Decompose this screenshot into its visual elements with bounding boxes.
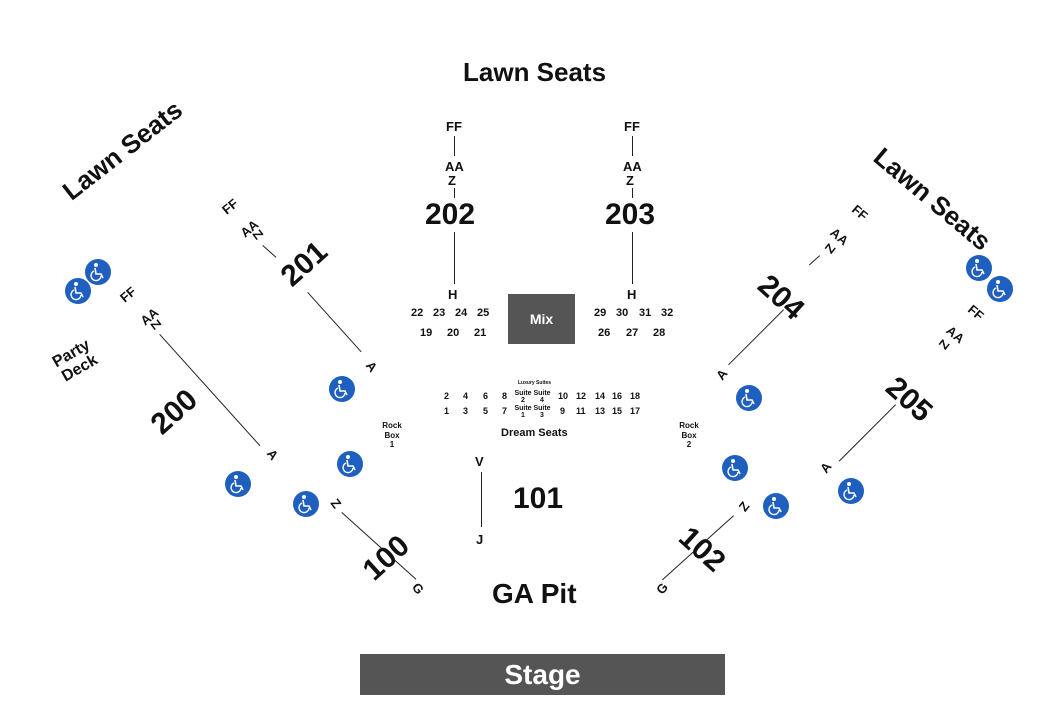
luxury-suites-label: Luxury Suites	[518, 380, 552, 386]
box-num: 23	[433, 307, 446, 319]
row-label: Z	[626, 173, 634, 188]
row-label: A	[712, 366, 731, 383]
wheelchair-icon	[225, 471, 251, 497]
dream-num: 8	[502, 391, 508, 401]
box-num: 22	[411, 307, 424, 319]
dream-num: 18	[630, 391, 641, 401]
lawn-seats-right[interactable]: Lawn Seats	[868, 141, 997, 257]
wheelchair-icon	[722, 455, 748, 481]
section-200[interactable]: 200	[144, 383, 204, 442]
row-label: Z	[448, 173, 456, 188]
row-label: H	[448, 287, 458, 302]
row-label: AA	[445, 159, 464, 174]
section-202[interactable]: 202	[425, 198, 476, 231]
row-label: FF	[446, 119, 462, 134]
dream-num: 5	[483, 406, 489, 416]
wheelchair-icon	[966, 255, 992, 281]
box-num: 21	[474, 327, 487, 339]
box-num: 27	[626, 327, 639, 339]
dream-num: 16	[612, 391, 623, 401]
dream-num: 4	[463, 391, 469, 401]
row-label: FF	[965, 301, 987, 324]
dream-num: 2	[444, 391, 450, 401]
mix-box: Mix	[508, 294, 575, 344]
dream-num: 15	[612, 406, 623, 416]
wheelchair-icon	[85, 259, 111, 285]
wheelchair-icon	[293, 491, 319, 517]
row-label: FF	[849, 201, 871, 224]
wheelchair-icon	[736, 385, 762, 411]
row-label: A	[263, 446, 282, 463]
row-label: FF	[624, 119, 640, 134]
row-label: AA	[623, 159, 642, 174]
section-201[interactable]: 201	[274, 235, 334, 294]
section-101[interactable]: 101	[513, 482, 564, 515]
row-label: H	[627, 287, 637, 302]
box-num: 30	[616, 307, 629, 319]
dream-num: 6	[483, 391, 489, 401]
section-204[interactable]: 204	[751, 268, 811, 327]
dream-num: 1	[444, 406, 450, 416]
wheelchair-icon	[337, 451, 363, 477]
dream-num: 12	[576, 391, 587, 401]
lawn-seats-left[interactable]: Lawn Seats	[56, 94, 188, 207]
dream-num: 10	[558, 391, 569, 401]
section-205[interactable]: 205	[879, 370, 939, 429]
dream-num: 13	[595, 406, 606, 416]
lawn-seats-top[interactable]: Lawn Seats	[463, 57, 607, 87]
row-label: V	[475, 454, 484, 469]
wheelchair-icon	[838, 478, 864, 504]
dream-num: 14	[595, 391, 606, 401]
stage: Stage	[360, 654, 725, 695]
box-num: 31	[639, 307, 652, 319]
wheelchair-icon	[763, 493, 789, 519]
row-label: FF	[219, 195, 241, 218]
box-num: 20	[447, 327, 460, 339]
box-num: 26	[598, 327, 611, 339]
row-label: A	[362, 358, 381, 375]
box-num: 25	[477, 307, 490, 319]
ga-pit[interactable]: GA Pit	[492, 578, 577, 609]
dream-num: 11	[576, 406, 586, 416]
section-203[interactable]: 203	[605, 198, 656, 231]
row-label: Z	[735, 498, 753, 515]
dream-seats-label[interactable]: Dream Seats	[501, 427, 568, 439]
row-label: G	[653, 579, 672, 598]
dream-num: 17	[630, 406, 641, 416]
box-num: 29	[594, 307, 607, 319]
box-num: 24	[455, 307, 468, 319]
section-100[interactable]: 100	[356, 529, 416, 588]
row-label: A	[816, 459, 835, 476]
wheelchair-icon	[987, 276, 1013, 302]
row-label: Z	[327, 495, 345, 512]
box-num: 32	[661, 307, 674, 319]
dream-num: 7	[502, 406, 508, 416]
dream-num: 9	[560, 406, 566, 416]
section-102[interactable]: 102	[672, 520, 732, 579]
row-label: FF	[117, 283, 139, 306]
wheelchair-icon	[65, 278, 91, 304]
dream-num: 3	[463, 406, 469, 416]
row-label: J	[476, 532, 484, 547]
wheelchair-icon	[329, 376, 355, 402]
row-label: G	[409, 579, 428, 598]
box-num: 19	[420, 327, 433, 339]
box-num: 28	[653, 327, 666, 339]
